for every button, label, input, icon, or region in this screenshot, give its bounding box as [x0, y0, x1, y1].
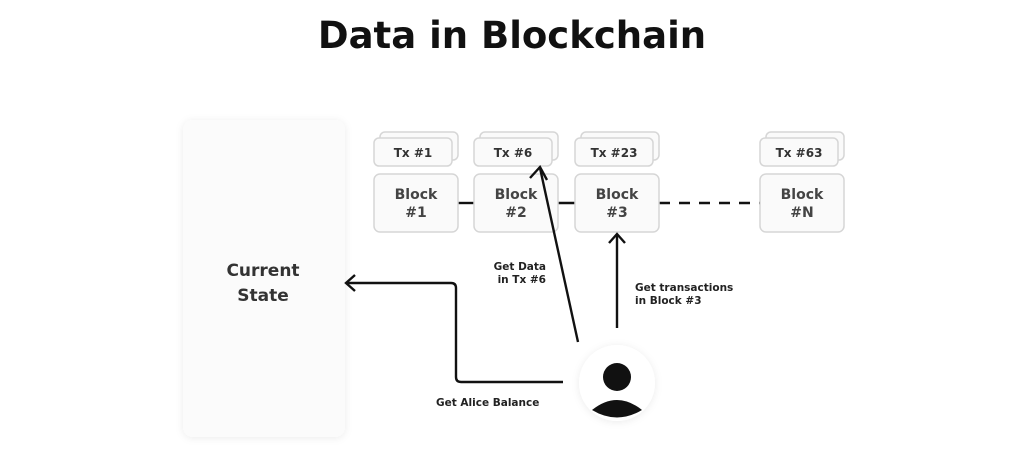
block-card — [373, 173, 459, 233]
label-get-data-2: in Tx #6 — [498, 274, 546, 286]
diagram-title: Data in Blockchain — [318, 14, 706, 57]
current-state-line2: State — [237, 286, 289, 306]
block-label-line1: Block — [596, 187, 639, 203]
tx-label: Tx #6 — [494, 146, 533, 160]
label-get-data-1: Get Data — [494, 261, 546, 273]
block-card — [473, 173, 559, 233]
current-state-line1: Current — [226, 261, 299, 281]
block-label-line1: Block — [395, 187, 438, 203]
arrow-get-data-line — [538, 167, 580, 343]
avatar-body — [592, 400, 642, 418]
block-2: Tx #6 Block #2 — [473, 131, 559, 233]
label-get-balance: Get Alice Balance — [436, 397, 539, 409]
tx-card — [574, 137, 654, 167]
tx-label: Tx #1 — [394, 146, 433, 160]
block-card — [759, 173, 845, 233]
label-get-tx-1: Get transactions — [635, 282, 733, 294]
tx-label: Tx #63 — [776, 146, 823, 160]
block-label-line2: #N — [790, 205, 813, 221]
block-label-line2: #3 — [606, 205, 627, 221]
tx-card — [473, 137, 553, 167]
block-label-line2: #1 — [405, 205, 426, 221]
block-label-line1: Block — [495, 187, 538, 203]
user-avatar-icon — [579, 345, 655, 421]
arrow-head-state — [344, 274, 356, 292]
block-card — [574, 173, 660, 233]
block-label-line2: #2 — [505, 205, 526, 221]
current-state-panel: Current State — [183, 120, 345, 437]
arrow-head-tx6 — [529, 164, 549, 181]
label-get-tx-2: in Block #3 — [635, 295, 702, 307]
avatar-head — [603, 363, 631, 391]
tx-card — [759, 137, 839, 167]
arrow-head-block3 — [608, 232, 626, 244]
tx-card — [373, 137, 453, 167]
block-label-line1: Block — [781, 187, 824, 203]
block-1: Tx #1 Block #1 — [373, 131, 459, 233]
arrow-get-balance-line — [346, 281, 563, 384]
arrows — [344, 164, 626, 384]
tx-label: Tx #23 — [591, 146, 638, 160]
